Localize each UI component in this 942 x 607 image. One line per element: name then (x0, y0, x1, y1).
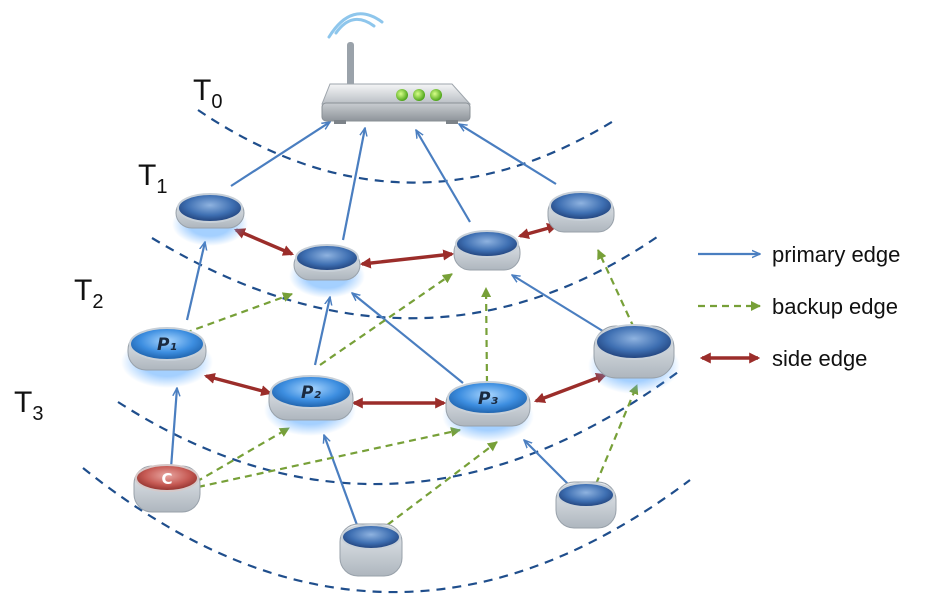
primary-edge (341, 128, 365, 241)
backup-edge (184, 292, 293, 335)
primary-edge (185, 242, 205, 321)
primary-edge (169, 388, 177, 469)
side-edges (203, 223, 608, 409)
node-p3: P₃ (442, 381, 534, 442)
primary-edge (415, 130, 471, 223)
legend-primary-label: primary edge (772, 242, 900, 267)
node-t3-bottom (339, 523, 403, 577)
primary-edge (512, 274, 607, 334)
primary-edge (324, 435, 359, 526)
node-c-label: C (161, 470, 172, 488)
tier-boundary-t2-t3 (117, 371, 679, 486)
legend-side-label: side edge (772, 346, 867, 371)
legend: primary edge backup edge side edge (698, 242, 900, 371)
node-t1-right (547, 191, 615, 233)
side-edge (533, 372, 608, 404)
tier-label-t2: T2 (74, 274, 103, 313)
side-edge (517, 223, 559, 239)
node-t3-right (555, 481, 617, 529)
router-icon (321, 12, 472, 124)
node-p1-label: P₁ (157, 335, 177, 355)
backup-edge (197, 427, 461, 489)
node-t1-center (289, 244, 365, 298)
backup-edge (195, 427, 290, 483)
node-t1-left (172, 193, 248, 246)
tier-boundary-t1-t2 (151, 234, 661, 320)
tier-boundary-t0-t1 (197, 109, 616, 184)
tier-boundaries (82, 109, 691, 594)
backup-edge (597, 249, 635, 329)
node-p3-label: P₃ (478, 389, 498, 409)
side-edge (233, 228, 295, 256)
backup-edge (319, 273, 453, 366)
node-p1: P₁ (121, 327, 213, 388)
tier-label-t0: T0 (193, 74, 222, 113)
primary-edge (459, 123, 557, 185)
tier-label-t3: T3 (14, 386, 43, 425)
node-t1-right-center (453, 230, 521, 271)
primary-edges (169, 122, 607, 526)
primary-edge (352, 293, 464, 384)
tier-boundary-outer (82, 467, 691, 594)
primary-edge (524, 440, 572, 488)
primary-edge (230, 122, 330, 187)
side-edge (203, 372, 273, 397)
backup-edge (377, 441, 498, 533)
legend-backup-label: backup edge (772, 294, 898, 319)
backup-edge (481, 287, 492, 384)
tier-label-t1: T1 (138, 159, 167, 198)
node-c: C (133, 464, 201, 513)
node-t2-right (588, 324, 680, 394)
primary-edge (313, 297, 330, 366)
node-p2: P₂ (264, 375, 356, 436)
backup-edges (184, 249, 639, 533)
node-p2-label: P₂ (301, 383, 321, 403)
backup-edge (594, 384, 639, 485)
side-edge (359, 249, 455, 269)
